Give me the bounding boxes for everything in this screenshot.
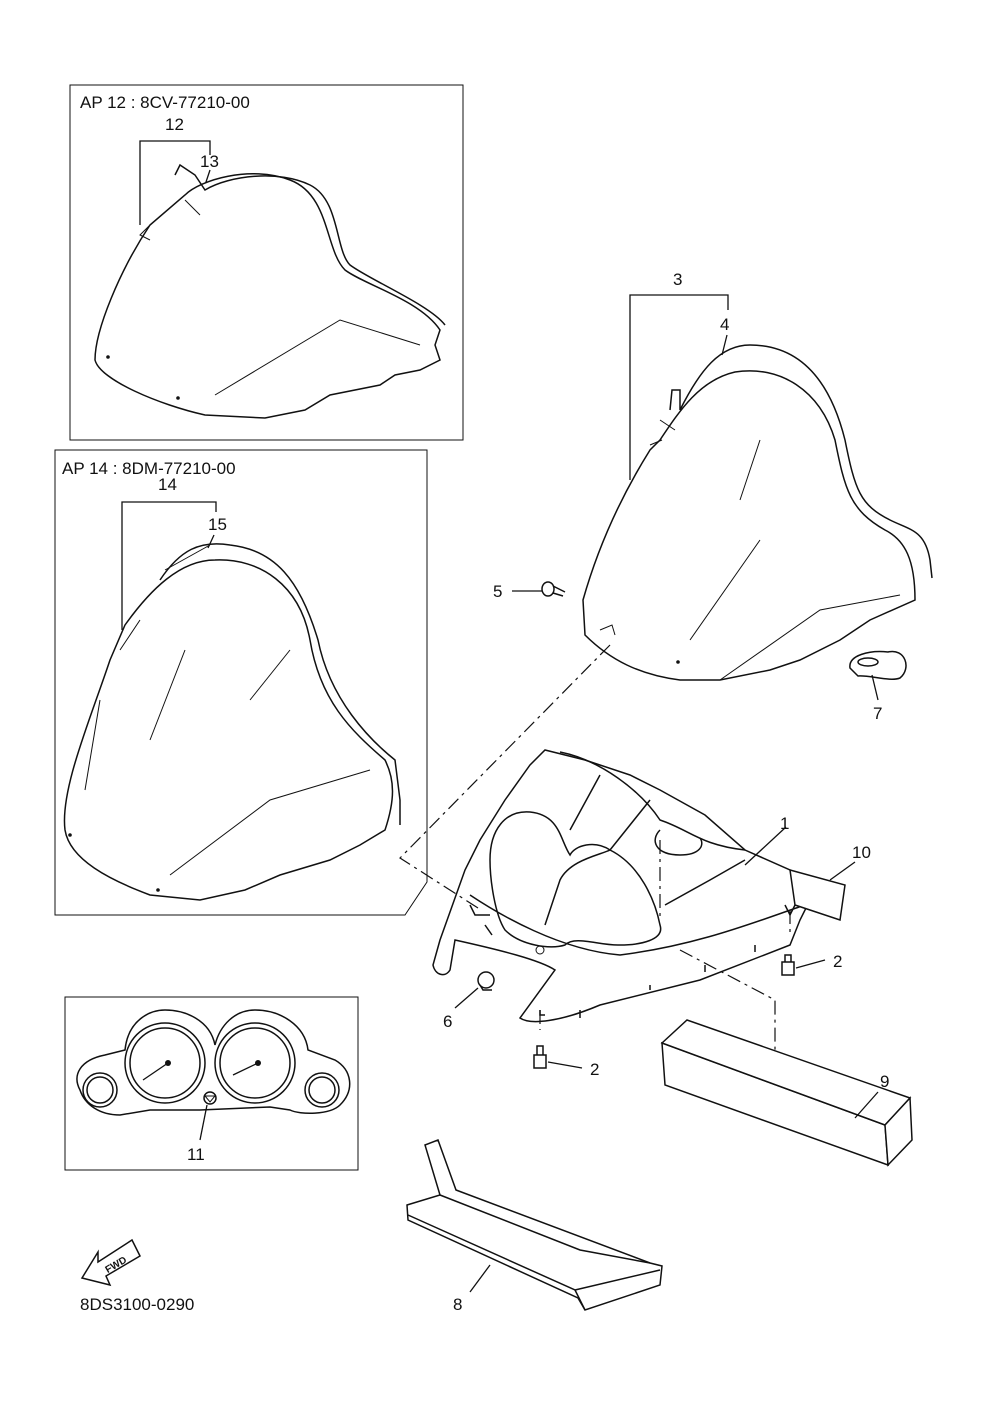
callout-2-right: 2 [833, 952, 842, 971]
ap12-frame [69, 84, 464, 441]
callout-10: 10 [852, 843, 871, 862]
leader-8 [469, 1264, 491, 1293]
callout-5: 5 [493, 582, 502, 601]
windshield-main: 3 4 [582, 270, 933, 681]
leader-7 [871, 674, 879, 701]
callout-8: 8 [453, 1295, 462, 1314]
ap14-option-box: AP 14 : 8DM-77210-00 14 15 [54, 449, 428, 916]
callout-2-left: 2 [590, 1060, 599, 1079]
sponge-8: 8 [406, 1139, 663, 1314]
ap12-option-box: AP 12 : 8CV-77210-00 12 13 [69, 84, 464, 441]
label-10: 10 [789, 843, 871, 921]
assembly-lines [399, 644, 791, 1075]
leader-4 [721, 334, 728, 356]
windshield-ap14 [63, 543, 401, 901]
grommet-7: 7 [849, 650, 907, 723]
callout-3: 3 [673, 270, 682, 289]
screw-2-right: 2 [781, 952, 842, 976]
leader-2-left [547, 1061, 583, 1069]
diagram-code: 8DS3100-0290 [80, 1295, 194, 1314]
cowling-1: 1 [432, 749, 811, 1023]
meter-box-frame [64, 996, 359, 1171]
leader-6 [454, 987, 479, 1009]
sponge-9: 9 [660, 1019, 913, 1167]
bracket-14 [121, 501, 217, 630]
leader-11 [199, 1104, 208, 1141]
callout-4: 4 [720, 315, 729, 334]
ap12-header: AP 12 : 8CV-77210-00 [80, 93, 250, 112]
callout-13: 13 [200, 152, 219, 171]
callout-7: 7 [873, 704, 882, 723]
callout-14: 14 [158, 475, 177, 494]
callout-1: 1 [780, 814, 789, 833]
leader-10 [829, 861, 856, 881]
callout-12: 12 [165, 115, 184, 134]
bracket-12 [139, 140, 211, 225]
callout-15: 15 [208, 515, 227, 534]
screw-2-left: 2 [533, 1045, 599, 1079]
leader-9 [854, 1091, 879, 1119]
callout-9: 9 [880, 1072, 889, 1091]
bolt-5: 5 [493, 581, 566, 601]
assembly-line-windshield [399, 644, 611, 909]
leader-1 [744, 826, 787, 866]
meter-panel [76, 1009, 351, 1116]
fwd-arrow-icon: FWD [80, 1238, 141, 1287]
leader-2-right [795, 959, 826, 969]
ap14-header: AP 14 : 8DM-77210-00 [62, 459, 236, 478]
ap14-frame [54, 449, 428, 916]
callout-6: 6 [443, 1012, 452, 1031]
callout-11: 11 [187, 1145, 205, 1164]
windshield-ap12 [94, 163, 446, 419]
meter-box: 11 [64, 996, 359, 1171]
assembly-line-sponge [679, 949, 776, 1075]
nut-6: 6 [443, 971, 495, 1031]
bracket-3 [629, 294, 729, 480]
